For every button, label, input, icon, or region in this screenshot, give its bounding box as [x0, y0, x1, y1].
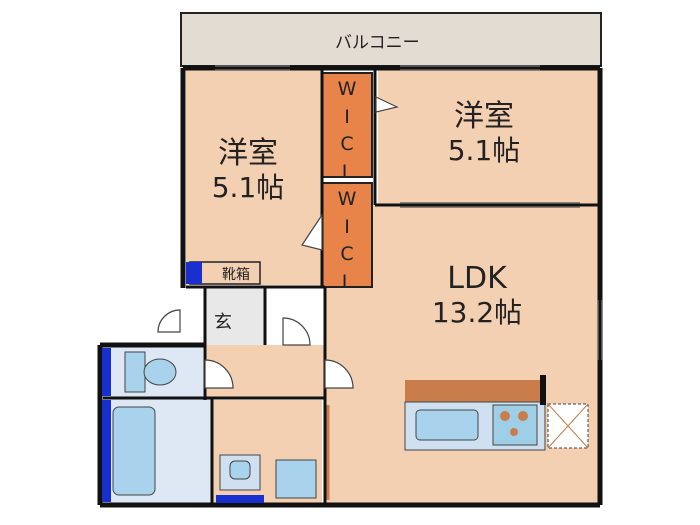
- toilet-wall-strip: [102, 348, 111, 396]
- wic-top: [321, 72, 373, 178]
- western-room-right-label: 洋室 5.1帖: [434, 99, 534, 167]
- western-room-right: [378, 70, 598, 205]
- entrance-label: 玄: [214, 312, 232, 333]
- room-size: 5.1帖: [211, 170, 285, 204]
- toilet-tank: [124, 351, 146, 393]
- ldk-label: LDK 13.2帖: [412, 261, 542, 329]
- balcony-label: バルコニー: [335, 33, 420, 53]
- room-name: 洋室: [218, 136, 278, 171]
- wic-top-label: W I C L: [337, 78, 357, 183]
- bath-wall-strip: [102, 400, 111, 502]
- toilet-bowl: [143, 358, 177, 386]
- windows: [215, 65, 603, 360]
- shoe-box-label: 靴箱: [222, 267, 250, 283]
- wic-bottom-label: W I C L: [337, 188, 357, 293]
- room-size: 13.2帖: [431, 295, 523, 329]
- wic-bottom: [321, 182, 373, 288]
- western-room-left-label: 洋室 5.1帖: [198, 136, 298, 204]
- bathtub: [112, 406, 156, 496]
- kitchen-peninsula: [405, 380, 545, 402]
- room-name: 洋室: [454, 99, 514, 134]
- kitchen-sink: [415, 409, 479, 441]
- room-size: 5.1帖: [447, 133, 521, 167]
- room-name: LDK: [447, 261, 507, 296]
- western-room-left: [186, 70, 322, 285]
- balcony-area: [180, 12, 602, 67]
- entrance-floor: [205, 288, 265, 345]
- walls: [97, 65, 603, 508]
- washing-machine-space: [275, 459, 317, 499]
- stove: [492, 404, 538, 446]
- doors: [157, 96, 399, 389]
